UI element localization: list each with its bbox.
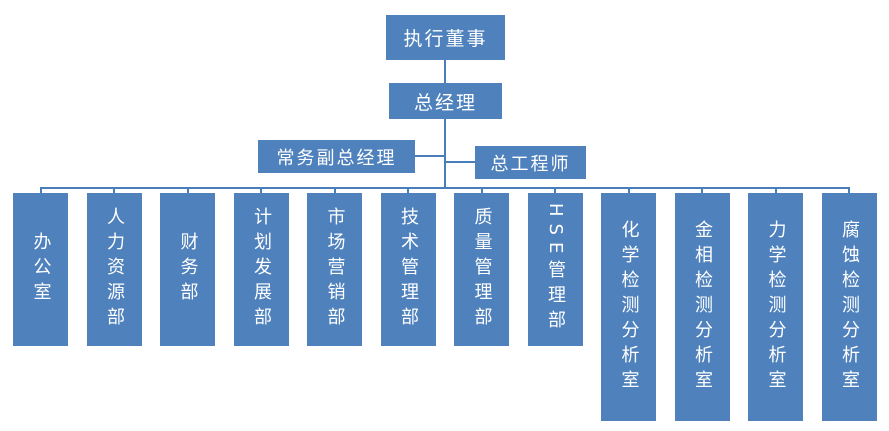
connector-line xyxy=(701,187,703,194)
connector-line xyxy=(444,119,446,188)
dept-label: 办公室 xyxy=(30,232,52,307)
node-dept: 金相检测分析室 xyxy=(674,193,730,421)
dept-label: 财务部 xyxy=(177,232,199,307)
node-dept: 计划发展部 xyxy=(233,193,289,346)
node-deputy-general-manager: 常务副总经理 xyxy=(258,140,415,173)
connector-line xyxy=(446,161,475,163)
node-dept: 市场营销部 xyxy=(307,193,362,346)
dept-label: 金相检测分析室 xyxy=(692,219,713,395)
node-executive-director: 执行董事 xyxy=(386,15,505,60)
connector-line xyxy=(333,187,336,194)
node-dept: 力学检测分析室 xyxy=(748,193,803,421)
connector-line xyxy=(407,187,409,194)
connector-line xyxy=(260,187,262,194)
connector-bus-line xyxy=(39,187,850,189)
dept-label: 质量管理部 xyxy=(471,207,493,332)
dept-label: 化学检测分析室 xyxy=(618,219,640,395)
dept-label: 腐蚀检测分析室 xyxy=(839,219,860,395)
connector-line xyxy=(554,187,556,194)
connector-line xyxy=(480,187,483,194)
connector-line xyxy=(774,187,777,194)
node-dept: 办公室 xyxy=(13,193,68,346)
connector-line xyxy=(113,187,115,194)
node-dept: 财务部 xyxy=(160,193,215,346)
connector-line xyxy=(627,187,630,194)
dept-label: 计划发展部 xyxy=(251,207,272,332)
connector-line xyxy=(39,187,42,194)
dept-label: 技术管理部 xyxy=(398,207,419,332)
dept-label: 人力资源部 xyxy=(104,207,125,332)
node-chief-engineer: 总工程师 xyxy=(475,146,586,179)
node-dept: 技术管理部 xyxy=(380,193,436,346)
connector-line xyxy=(415,155,444,157)
node-dept: 化学检测分析室 xyxy=(601,193,656,421)
node-general-manager: 总经理 xyxy=(389,83,502,119)
connector-line xyxy=(848,187,850,194)
node-dept: 人力资源部 xyxy=(86,193,142,346)
connector-line xyxy=(444,60,446,83)
connector-line xyxy=(186,187,189,194)
dept-label: HSE管理部 xyxy=(545,203,566,336)
dept-label: 市场营销部 xyxy=(324,207,346,332)
dept-label: 力学检测分析室 xyxy=(765,219,787,395)
node-dept: HSE管理部 xyxy=(527,193,583,346)
node-dept: 质量管理部 xyxy=(454,193,509,346)
node-dept: 腐蚀检测分析室 xyxy=(821,193,877,421)
